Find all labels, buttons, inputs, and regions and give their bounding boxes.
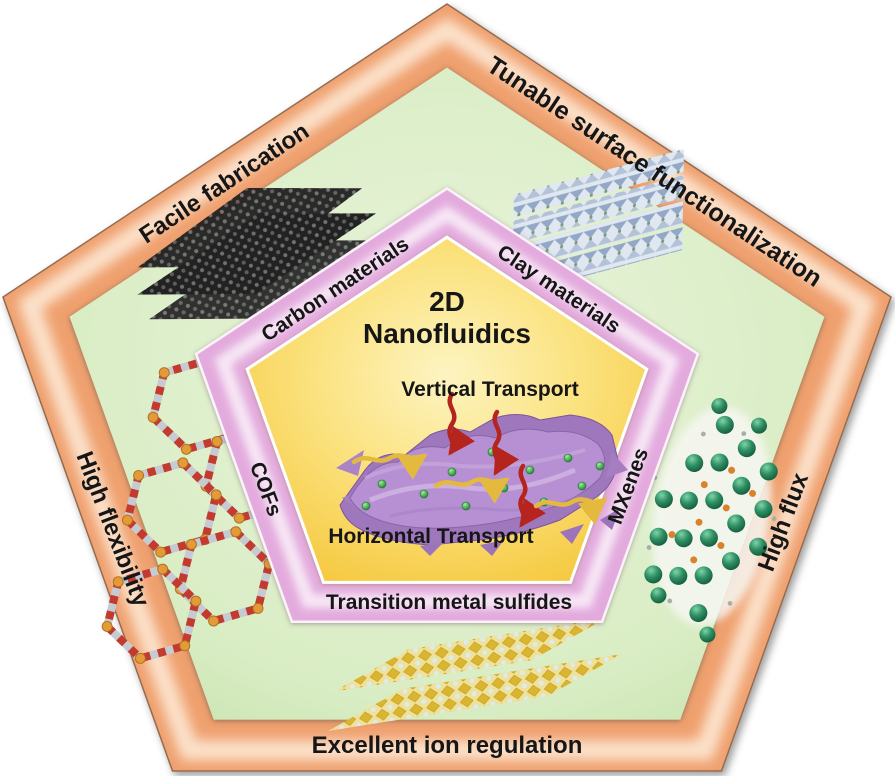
mxene-orange-sites xyxy=(668,466,757,564)
membrane-flap xyxy=(336,450,364,476)
label-vertical-transport: Vertical Transport xyxy=(401,378,578,401)
membrane-ridge xyxy=(369,467,576,503)
outer-band-highlight xyxy=(17,17,877,761)
graphene-sheets-icon xyxy=(137,187,381,320)
mxene-green-atoms xyxy=(644,397,778,643)
label-horizontal-transport: Horizontal Transport xyxy=(328,525,533,548)
mxene-fuzz xyxy=(646,431,777,606)
materials-ring-highlight xyxy=(214,205,680,609)
tms-layered-lattice-icon xyxy=(328,618,622,731)
title-line1: 2D xyxy=(429,286,465,317)
title-line2: Nanofluidics xyxy=(363,318,531,349)
membrane-flap xyxy=(606,452,628,478)
mxene-sphere-cluster-icon xyxy=(644,397,778,643)
vertical-transport-arrow-icon xyxy=(447,391,546,528)
membrane-ridge xyxy=(364,448,586,480)
label-excellent-ion-regulation: Excellent ion regulation xyxy=(312,732,583,759)
nanofluidic-membrane-icon xyxy=(336,391,628,556)
horizontal-transport-arrow-icon xyxy=(351,453,608,525)
label-transition-metal-sulfides: Transition metal sulfides xyxy=(326,591,572,614)
membrane-fringe xyxy=(420,508,620,556)
